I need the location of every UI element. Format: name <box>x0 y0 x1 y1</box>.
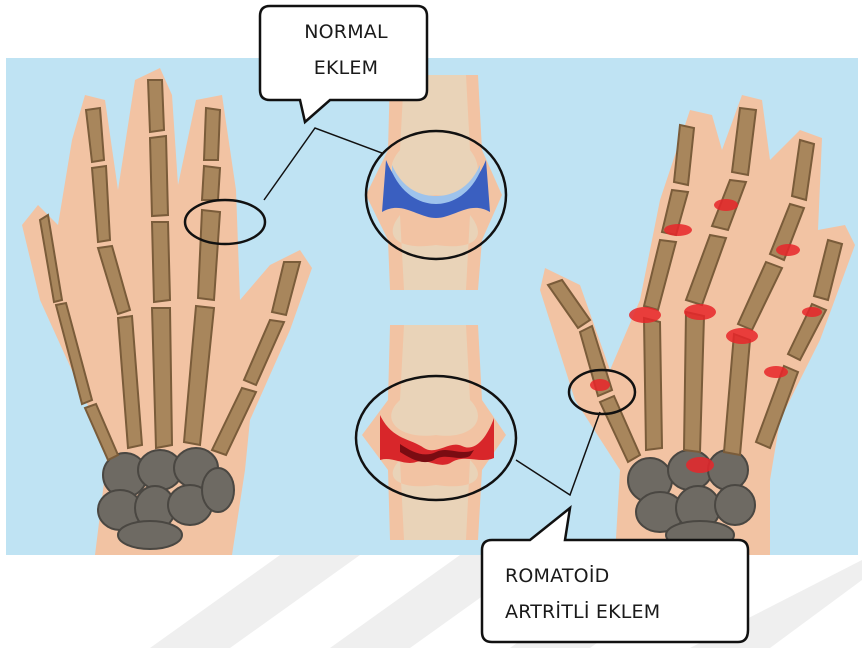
ra-joint-label-line2: ARTRİTLİ EKLEM <box>505 594 745 630</box>
ra-joint-label: ROMATOİD ARTRİTLİ EKLEM <box>505 558 745 630</box>
normal-joint-label: NORMAL EKLEM <box>262 14 430 86</box>
ra-joint-label-line1: ROMATOİD <box>505 558 745 594</box>
normal-joint-label-line2: EKLEM <box>262 50 430 86</box>
normal-joint-label-line1: NORMAL <box>262 14 430 50</box>
